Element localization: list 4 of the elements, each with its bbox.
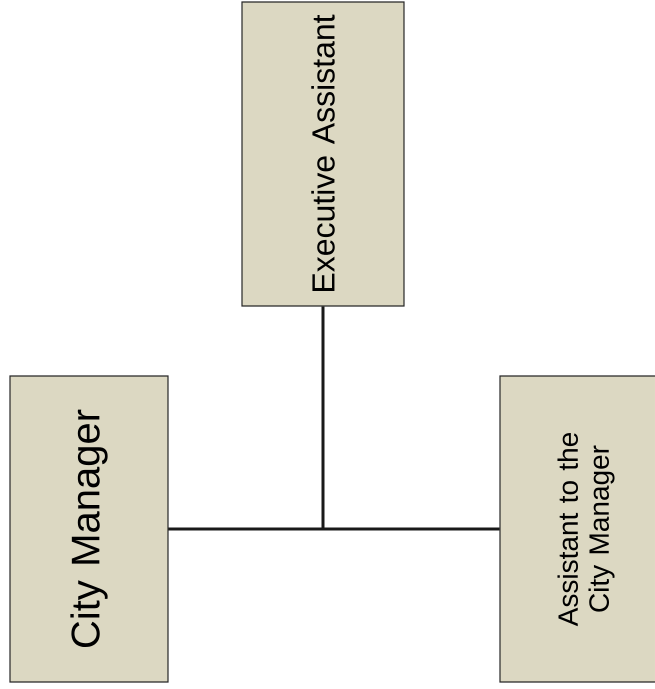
position-box: City Manager — [9, 375, 169, 683]
connector-line — [168, 528, 500, 530]
position-box: Assistant to the City Manager — [499, 375, 655, 683]
position-box: Executive Assistant — [241, 1, 405, 307]
